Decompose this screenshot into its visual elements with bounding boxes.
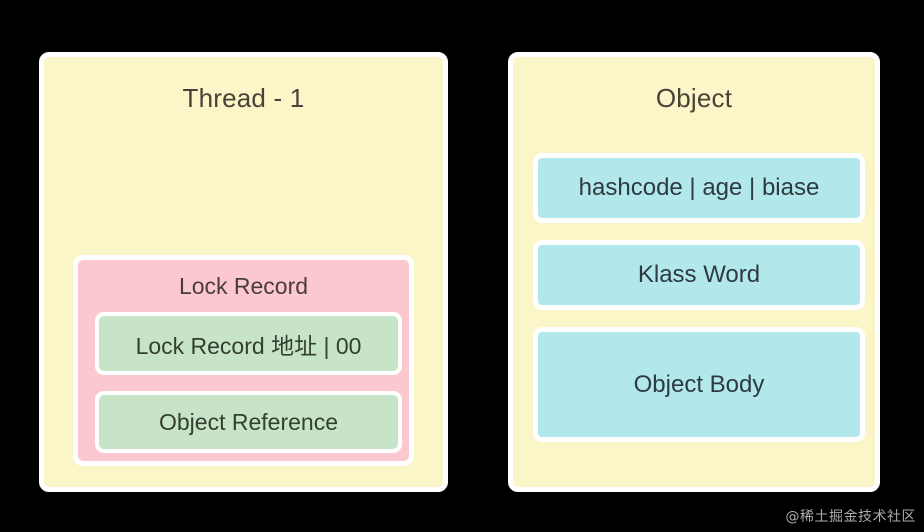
object-panel: Object hashcode | age | biase Klass Word… [508,52,880,492]
object-reference-row: Object Reference [95,391,402,453]
object-markword-row: hashcode | age | biase [533,153,865,223]
object-body-label: Object Body [633,370,765,398]
lock-record-address-row: Lock Record 地址 | 00 [95,312,402,375]
object-panel-title: Object [655,83,733,113]
object-klass-word-row: Klass Word [533,240,865,310]
object-markword-label: hashcode | age | biase [578,174,820,201]
watermark: @稀土掘金技术社区 [785,509,916,525]
lock-record-box: Lock Record Lock Record 地址 | 00 Object R… [73,255,414,466]
lock-record-title: Lock Record [178,273,309,299]
object-body-row: Object Body [533,327,865,442]
thread-panel-title: Thread - 1 [182,83,305,113]
lock-record-address-label: Lock Record 地址 | 00 [135,332,362,359]
object-reference-label: Object Reference [159,408,338,435]
object-klass-word-label: Klass Word [637,261,761,288]
thread-panel: Thread - 1 Lock Record Lock Record 地址 | … [39,52,448,492]
